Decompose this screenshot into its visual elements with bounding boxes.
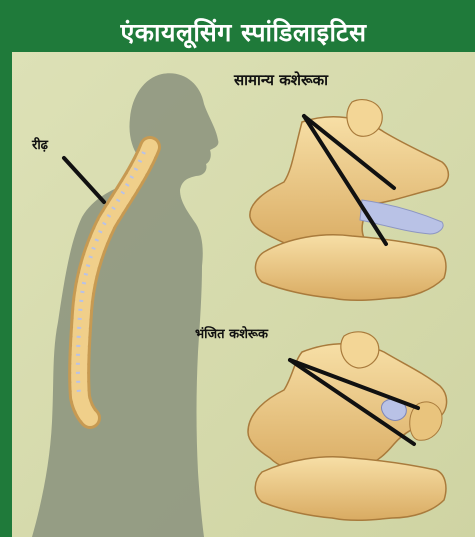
diagram-title: एंकायलूसिंग स्पांडिलाइटिस bbox=[120, 15, 366, 49]
diagram-canvas: रीढ़ सामान्य कशेरूका भंजित कशेरूक bbox=[12, 52, 475, 537]
normal-vertebra-label: सामान्य कशेरूका bbox=[234, 70, 328, 90]
fused-vertebra-label: भंजित कशेरूक bbox=[195, 324, 268, 342]
title-bar: एंकायलूसिंग स्पांडिलाइटिस bbox=[12, 12, 475, 52]
illustration bbox=[12, 52, 475, 537]
spine-label: रीढ़ bbox=[32, 135, 48, 153]
